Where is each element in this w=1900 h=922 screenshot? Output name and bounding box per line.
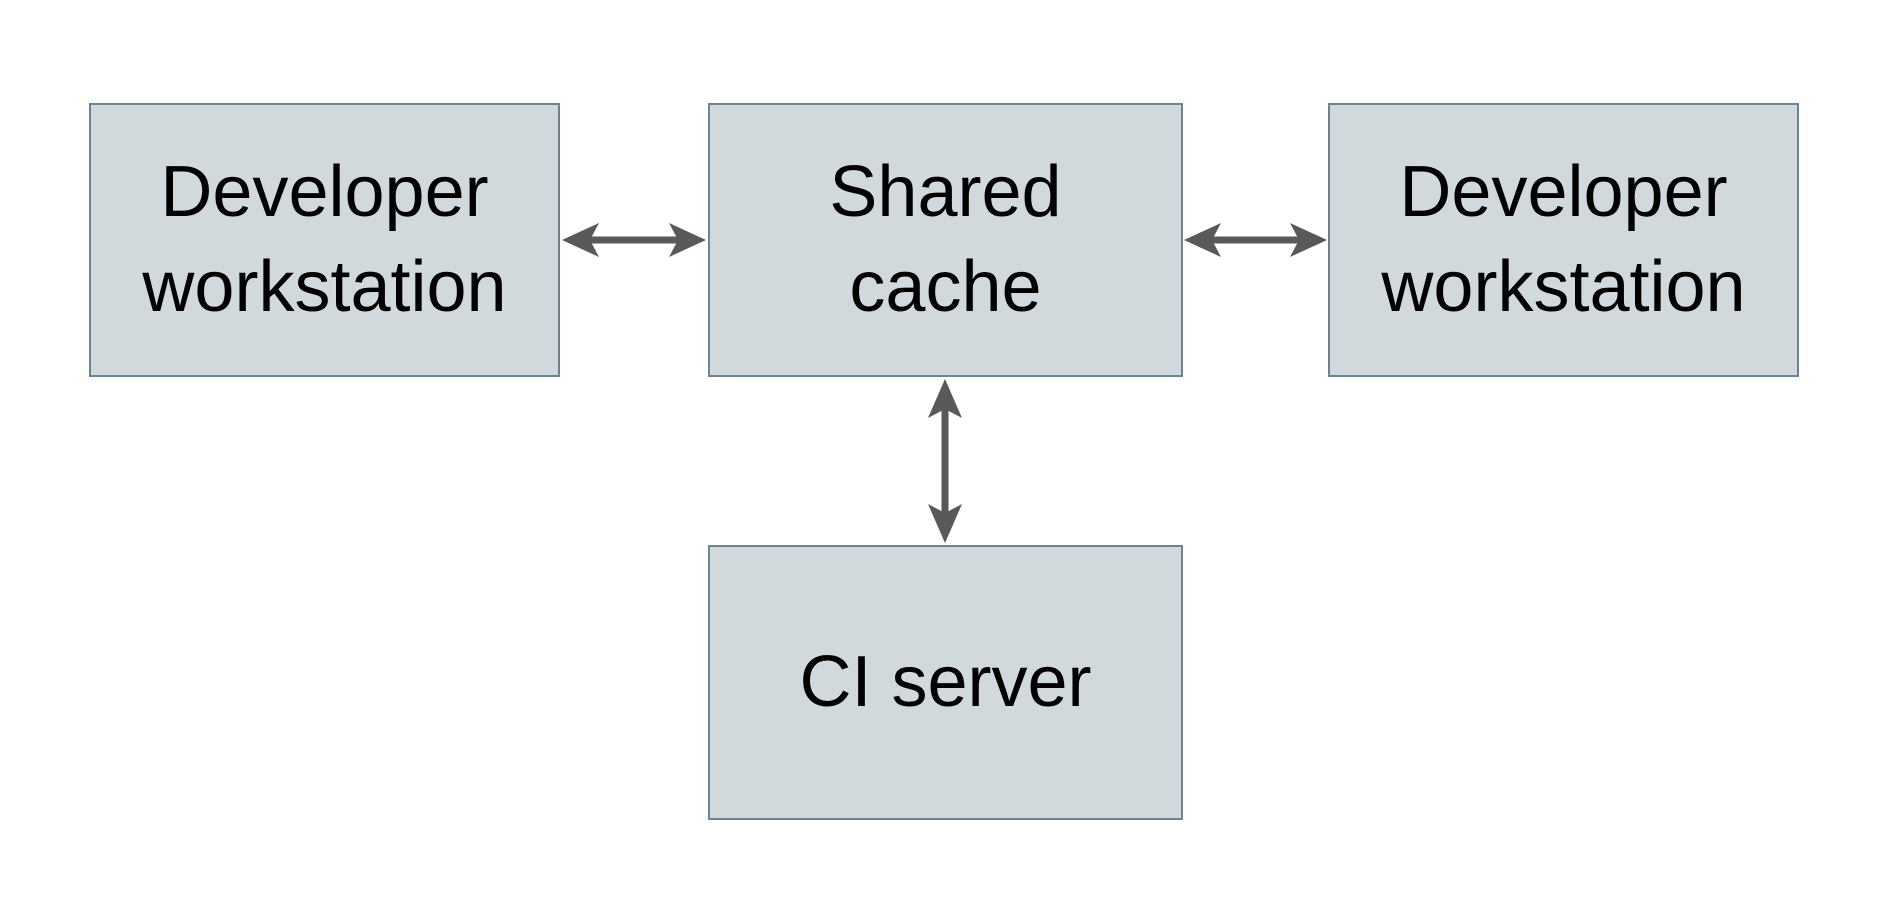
bidirectional-arrow-right-icon bbox=[1184, 220, 1327, 260]
node-ci-server: CI server bbox=[708, 545, 1183, 820]
bidirectional-arrow-left-icon bbox=[562, 220, 706, 260]
node-shared-cache: Shared cache bbox=[708, 103, 1183, 377]
node-label: Shared cache bbox=[829, 151, 1062, 327]
node-label: CI server bbox=[799, 641, 1092, 722]
bidirectional-arrow-vertical-icon bbox=[925, 379, 965, 543]
node-developer-workstation-right: Developer workstation bbox=[1328, 103, 1799, 377]
node-developer-workstation-left: Developer workstation bbox=[89, 103, 560, 377]
node-label: Developer workstation bbox=[1381, 151, 1746, 327]
node-label: Developer workstation bbox=[142, 151, 507, 327]
